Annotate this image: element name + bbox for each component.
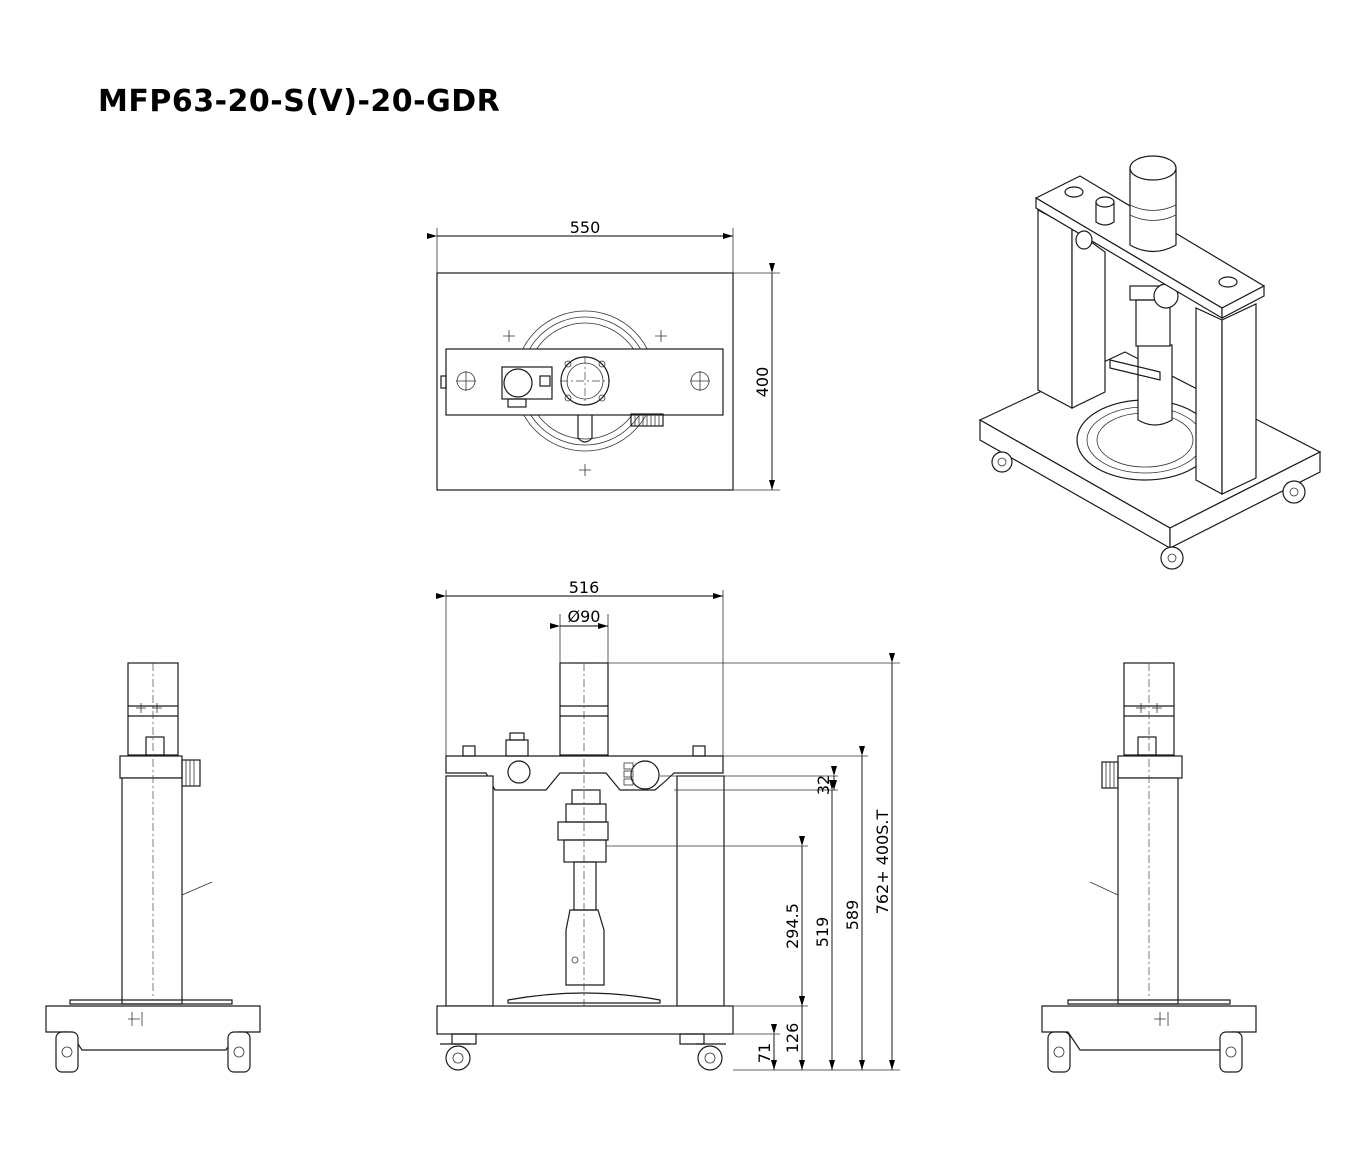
- top-view: [436, 272, 734, 491]
- top-dimensions: [427, 228, 780, 491]
- front-view: [436, 662, 734, 1071]
- left-side-view: [45, 662, 261, 1073]
- dim-519: 519: [813, 917, 832, 948]
- dim-762: 762+ 400S.T: [873, 809, 892, 914]
- dim-front-width: 516: [569, 578, 600, 597]
- front-dimensions: [436, 590, 900, 1071]
- dim-top-depth: 400: [753, 367, 772, 398]
- dim-32: 32: [814, 775, 833, 795]
- dim-cylinder-dia: Ø90: [568, 607, 601, 626]
- isometric-view: [978, 155, 1322, 570]
- dim-top-width: 550: [570, 218, 601, 237]
- drawing-title: MFP63-20-S(V)-20-GDR: [98, 84, 501, 119]
- dim-126: 126: [783, 1023, 802, 1054]
- dim-589: 589: [843, 900, 862, 931]
- dim-71: 71: [755, 1043, 774, 1063]
- right-side-view: [1041, 662, 1257, 1073]
- dim-294-5: 294.5: [783, 903, 802, 949]
